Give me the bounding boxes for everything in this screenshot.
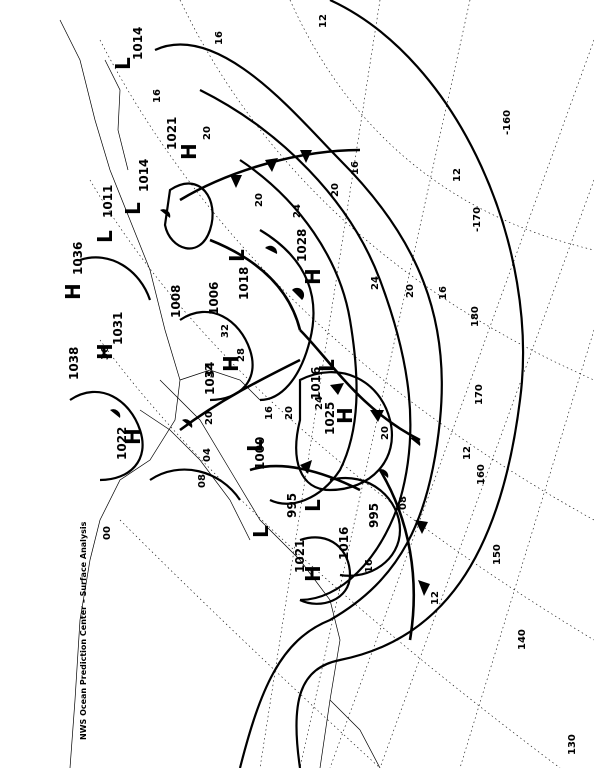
isobar-label: 08 bbox=[197, 474, 208, 488]
graticule bbox=[89, 0, 594, 768]
isobars bbox=[69, 0, 525, 768]
pressure-value: 1016 bbox=[309, 367, 323, 400]
pressure-value: 1000 bbox=[253, 437, 267, 470]
isobar-label: 16 bbox=[438, 286, 449, 300]
high-pressure-icon: H bbox=[301, 565, 325, 582]
lon-label: 160 bbox=[476, 464, 487, 485]
low-pressure-icon: L bbox=[111, 57, 135, 70]
pressure-value: 1036 bbox=[71, 242, 85, 275]
lon-label: 140 bbox=[517, 629, 528, 650]
high-pressure-icon: H bbox=[177, 143, 201, 160]
pressure-value: 995 bbox=[285, 493, 299, 518]
isobar-label: 20 bbox=[330, 183, 341, 197]
high-pressure-icon: H bbox=[61, 283, 85, 300]
lon-label: -160 bbox=[502, 110, 513, 135]
lon-label: -170 bbox=[472, 207, 483, 232]
lon-label: 180 bbox=[470, 306, 481, 327]
isobar-label: 20 bbox=[405, 284, 416, 298]
isobar-label: 16 bbox=[364, 559, 375, 573]
isobar-label: 20 bbox=[204, 411, 215, 425]
pressure-centers: H 1036 H 1038 1031 H 1028 H 1034 H 1025 … bbox=[61, 27, 381, 582]
isobar-label: 16 bbox=[152, 89, 163, 103]
low-pressure-icon: L bbox=[301, 499, 325, 512]
pressure-value: 1016 bbox=[337, 527, 351, 560]
low-pressure-icon: L bbox=[225, 249, 249, 262]
pressure-value: 1031 bbox=[111, 312, 125, 345]
isobar-labels: 12 16 16 20 12 16 20 20 24 24 20 16 20 2… bbox=[100, 14, 473, 605]
low-pressure-icon: L bbox=[249, 525, 273, 538]
pressure-value: 1018 bbox=[237, 267, 251, 300]
isobar-label: 20 bbox=[380, 426, 391, 440]
pressure-value: 1038 bbox=[67, 347, 81, 380]
front-symbols bbox=[110, 150, 430, 596]
pressure-value: 1011 bbox=[101, 185, 115, 218]
high-pressure-icon: H bbox=[301, 268, 325, 285]
isobar-label: 20 bbox=[284, 406, 295, 420]
isobar-label: 24 bbox=[370, 276, 381, 290]
coastlines bbox=[59, 19, 381, 768]
isobar-label: 12 bbox=[318, 14, 329, 28]
longitude-labels: -160 -170 180 170 160 150 140 130 bbox=[470, 110, 578, 755]
low-pressure-icon: L bbox=[93, 230, 117, 243]
isobar-label: 16 bbox=[214, 31, 225, 45]
isobar-label: 16 bbox=[350, 161, 361, 175]
isobar-label: 20 bbox=[254, 193, 265, 207]
isobar-label: 32 bbox=[204, 364, 215, 378]
isobar-label: 24 bbox=[314, 396, 325, 410]
isobar-label: 20 bbox=[202, 126, 213, 140]
isobar-label: 12 bbox=[462, 446, 473, 460]
low-pressure-icon: L bbox=[121, 202, 145, 215]
pressure-value: 1021 bbox=[165, 117, 179, 150]
low-pressure-icon: L bbox=[243, 439, 267, 452]
pressure-value: 1025 bbox=[323, 402, 337, 435]
pressure-value: 1014 bbox=[137, 159, 151, 192]
isobar-label: 00 bbox=[102, 526, 113, 540]
pressure-value: 1028 bbox=[295, 229, 309, 262]
lon-label: 130 bbox=[567, 734, 578, 755]
isobar-label: 04 bbox=[202, 448, 213, 462]
isobar-label: 12 bbox=[452, 168, 463, 182]
pressure-value: 995 bbox=[367, 503, 381, 528]
pressure-value: 1034 bbox=[203, 362, 217, 395]
lon-label: 150 bbox=[492, 544, 503, 565]
high-pressure-icon: H bbox=[121, 428, 145, 445]
isobar-label: 12 bbox=[430, 591, 441, 605]
high-pressure-icon: H bbox=[219, 355, 243, 372]
high-pressure-icon: H bbox=[333, 407, 357, 424]
pressure-value: 1008 bbox=[169, 285, 183, 318]
isobar-label: 28 bbox=[236, 348, 247, 362]
lon-label: 170 bbox=[474, 384, 485, 405]
pressure-value: 1022 bbox=[115, 427, 129, 460]
pressure-value: 1006 bbox=[207, 282, 221, 315]
isobar-label: 16 bbox=[264, 406, 275, 420]
pressure-value: 1014 bbox=[131, 27, 145, 60]
pressure-value: 1021 bbox=[293, 540, 307, 573]
chart-label: NWS Ocean Prediction Center – Surface An… bbox=[79, 521, 88, 740]
fronts bbox=[110, 148, 430, 641]
high-pressure-icon: H bbox=[93, 343, 117, 360]
isobar-label: 08 bbox=[398, 496, 409, 510]
isobar-label: 32 bbox=[220, 324, 231, 338]
isobar-label: 36 bbox=[100, 346, 111, 360]
low-pressure-icon: L bbox=[315, 359, 339, 372]
isobar-label: 24 bbox=[292, 204, 303, 218]
